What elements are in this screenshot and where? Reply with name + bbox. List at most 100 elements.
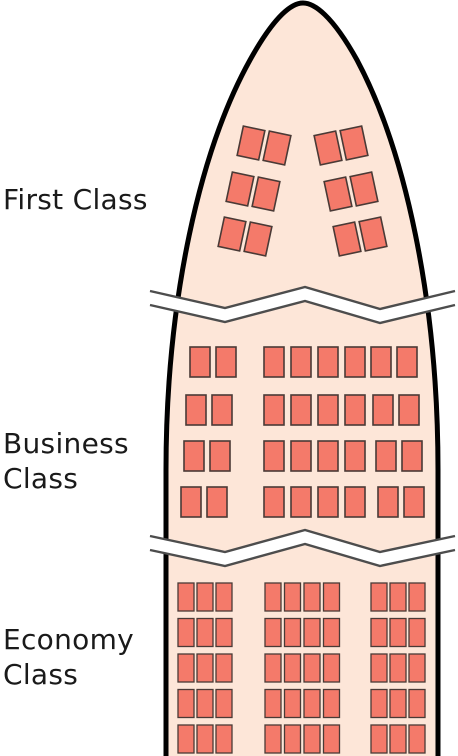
business-class-seat xyxy=(180,486,202,518)
business-class-seat xyxy=(215,346,237,378)
economy-class-seat xyxy=(389,688,407,719)
first-class-seat xyxy=(332,221,362,257)
economy-class-seat xyxy=(177,688,195,719)
economy-class-seat xyxy=(177,653,195,683)
business-class-seat xyxy=(290,346,312,378)
economy-class-seat xyxy=(283,688,302,719)
business-class-seat xyxy=(398,394,420,426)
economy-class-seat xyxy=(264,582,282,612)
business-class-seat xyxy=(317,394,339,426)
first-class-seat xyxy=(217,216,247,252)
first-class-seat xyxy=(262,130,292,166)
business-class-seat xyxy=(185,394,207,426)
economy-class-seat xyxy=(264,653,282,683)
economy-class-seat xyxy=(322,688,341,719)
business-class-seat xyxy=(290,440,312,472)
economy-class-seat xyxy=(283,617,302,648)
business-class-seat xyxy=(344,440,366,472)
economy-class-seat xyxy=(196,582,214,612)
business-class-seat xyxy=(290,394,312,426)
first-class-seat xyxy=(339,125,369,161)
economy-class-seat xyxy=(389,724,407,754)
economy-class-seat xyxy=(196,653,214,683)
economy-class-seat xyxy=(389,582,407,612)
economy-class-seat xyxy=(370,724,388,754)
first-class-seat xyxy=(358,216,388,252)
economy-class-seat xyxy=(215,653,233,683)
first-class-seat xyxy=(225,171,255,207)
business-class-seat xyxy=(263,440,285,472)
economy-class-seat xyxy=(177,617,195,648)
economy-class-seat xyxy=(303,688,321,719)
business-class-seat xyxy=(396,346,418,378)
business-class-seats xyxy=(180,346,425,518)
business-class-seat xyxy=(344,346,366,378)
business-class-seat xyxy=(344,394,366,426)
economy-class-seat xyxy=(283,582,302,612)
business-class-seat xyxy=(211,394,233,426)
business-class-seat xyxy=(290,486,312,518)
economy-class-seat xyxy=(389,617,407,648)
business-class-seat xyxy=(317,486,339,518)
economy-class-seat xyxy=(408,617,426,648)
economy-class-seat xyxy=(196,724,214,754)
economy-class-label: Economy Class xyxy=(3,623,135,691)
business-class-seat xyxy=(372,394,394,426)
business-class-seat xyxy=(263,346,285,378)
economy-class-seat xyxy=(370,688,388,719)
economy-class-seat xyxy=(196,688,214,719)
economy-class-seat xyxy=(264,688,282,719)
economy-class-seat xyxy=(283,724,302,754)
economy-class-seat xyxy=(408,582,426,612)
economy-class-seat xyxy=(215,582,233,612)
economy-class-seat xyxy=(215,617,233,648)
first-class-label: First Class xyxy=(3,183,148,216)
economy-class-seat xyxy=(303,617,321,648)
business-class-seat xyxy=(263,394,285,426)
economy-class-seat xyxy=(408,653,426,683)
economy-class-seat xyxy=(322,617,341,648)
business-class-seat xyxy=(189,346,211,378)
economy-class-seat xyxy=(283,653,302,683)
business-class-seat xyxy=(375,440,397,472)
business-class-seat xyxy=(317,346,339,378)
economy-class-seat xyxy=(408,688,426,719)
economy-class-seat xyxy=(215,724,233,754)
section-break-lower xyxy=(148,528,457,568)
first-class-seats xyxy=(217,125,388,257)
economy-class-seat xyxy=(215,688,233,719)
first-class-seat xyxy=(251,176,281,212)
first-class-seat xyxy=(323,176,353,212)
economy-class-seat xyxy=(322,582,341,612)
economy-class-seat xyxy=(322,724,341,754)
business-class-seat xyxy=(377,486,399,518)
economy-class-seat xyxy=(264,724,282,754)
business-class-seat xyxy=(344,486,366,518)
economy-class-seat xyxy=(303,724,321,754)
business-class-seat xyxy=(263,486,285,518)
economy-class-seats xyxy=(177,582,426,754)
first-class-seat xyxy=(243,221,273,257)
business-class-seat xyxy=(370,346,392,378)
business-class-seat xyxy=(403,486,425,518)
business-class-seat xyxy=(183,440,205,472)
section-break-upper xyxy=(148,285,457,325)
economy-class-seat xyxy=(370,653,388,683)
economy-class-seat xyxy=(389,653,407,683)
business-class-seat xyxy=(206,486,228,518)
economy-class-seat xyxy=(408,724,426,754)
economy-class-seat xyxy=(303,582,321,612)
economy-class-seat xyxy=(177,582,195,612)
economy-class-seat xyxy=(264,617,282,648)
economy-class-seat xyxy=(196,617,214,648)
economy-class-seat xyxy=(177,724,195,754)
economy-class-seat xyxy=(322,653,341,683)
first-class-seat xyxy=(349,171,379,207)
first-class-seat xyxy=(313,130,343,166)
business-class-seat xyxy=(401,440,423,472)
business-class-seat xyxy=(209,440,231,472)
first-class-seat xyxy=(236,125,266,161)
business-class-seat xyxy=(317,440,339,472)
business-class-label: Business Class xyxy=(3,427,129,495)
